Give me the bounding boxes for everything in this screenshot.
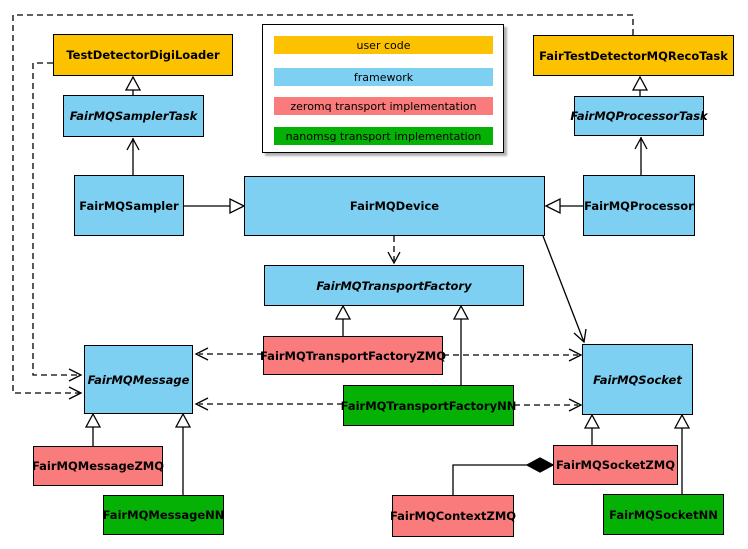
node-fairmq-message-nn: FairMQMessageNN — [103, 495, 224, 535]
edge-tfzmq-tf — [334, 304, 352, 336]
edge-processortask-recotask — [631, 75, 649, 96]
node-test-detector-digi-loader: TestDetectorDigiLoader — [53, 34, 233, 76]
node-fairmq-sampler: FairMQSampler — [74, 175, 184, 236]
node-fairmq-sampler-task: FairMQSamplerTask — [63, 95, 204, 137]
edge-msgnn-msg — [174, 412, 192, 495]
legend-item-framework: framework — [274, 68, 493, 86]
edge-tfzmq-msg-arrowhead — [194, 347, 209, 361]
legend-item-user-code: user code — [274, 36, 493, 54]
edge-digiloader-msg-arrowhead — [68, 368, 83, 382]
legend-item-nanomsg: nanomsg transport implementation — [274, 127, 493, 145]
edge-sampler-device — [184, 197, 246, 215]
edge-tfnn-tf — [452, 304, 470, 385]
edge-msgzmq-msg — [84, 412, 102, 446]
edge-sockzmq-sock — [583, 413, 601, 445]
node-fairmq-message-zmq: FairMQMessageZMQ — [32, 446, 164, 486]
edge-contextzmq-sockzmq — [452, 457, 555, 495]
node-fairmq-transport-factory: FairMQTransportFactory — [264, 265, 524, 306]
edge-tfnn-msg-arrowhead — [194, 397, 209, 411]
node-fairmq-socket-zmq: FairMQSocketZMQ — [553, 445, 678, 485]
node-fair-test-detector-mq-reco-task: FairTestDetectorMQRecoTask — [533, 35, 734, 76]
edge-processor-processortask — [634, 136, 648, 175]
node-fairmq-processor: FairMQProcessor — [583, 175, 695, 236]
edge-socknn-sock — [673, 413, 691, 494]
edge-processor-device — [544, 197, 583, 215]
node-fairmq-transport-factory-zmq: FairMQTransportFactoryZMQ — [260, 336, 446, 375]
edge-tfzmq-sock-arrowhead — [568, 348, 583, 362]
edge-samplertask-digiloader — [124, 75, 142, 95]
edge-device-tf-arrowhead — [387, 251, 401, 265]
edge-digiloader-msg — [32, 62, 79, 376]
legend-item-zeromq: zeromq transport implementation — [274, 97, 493, 115]
edge-tfnn-sock-arrowhead — [568, 398, 583, 412]
node-fairmq-device: FairMQDevice — [244, 176, 545, 236]
edge-sampler-samplertask — [126, 137, 140, 175]
edge-recotask-msg — [12, 14, 634, 394]
edge-device-socket — [542, 235, 587, 344]
node-fairmq-processor-task: FairMQProcessorTask — [570, 96, 708, 136]
node-fairmq-socket: FairMQSocket — [582, 344, 693, 415]
node-fairmq-socket-nn: FairMQSocketNN — [603, 494, 724, 535]
edge-recotask-msg-arrowhead — [68, 386, 83, 400]
legend: user code framework zeromq transport imp… — [262, 24, 504, 153]
node-fairmq-transport-factory-nn: FairMQTransportFactoryNN — [341, 385, 516, 426]
node-fairmq-context-zmq: FairMQContextZMQ — [390, 495, 516, 537]
node-fairmq-message: FairMQMessage — [84, 345, 193, 414]
